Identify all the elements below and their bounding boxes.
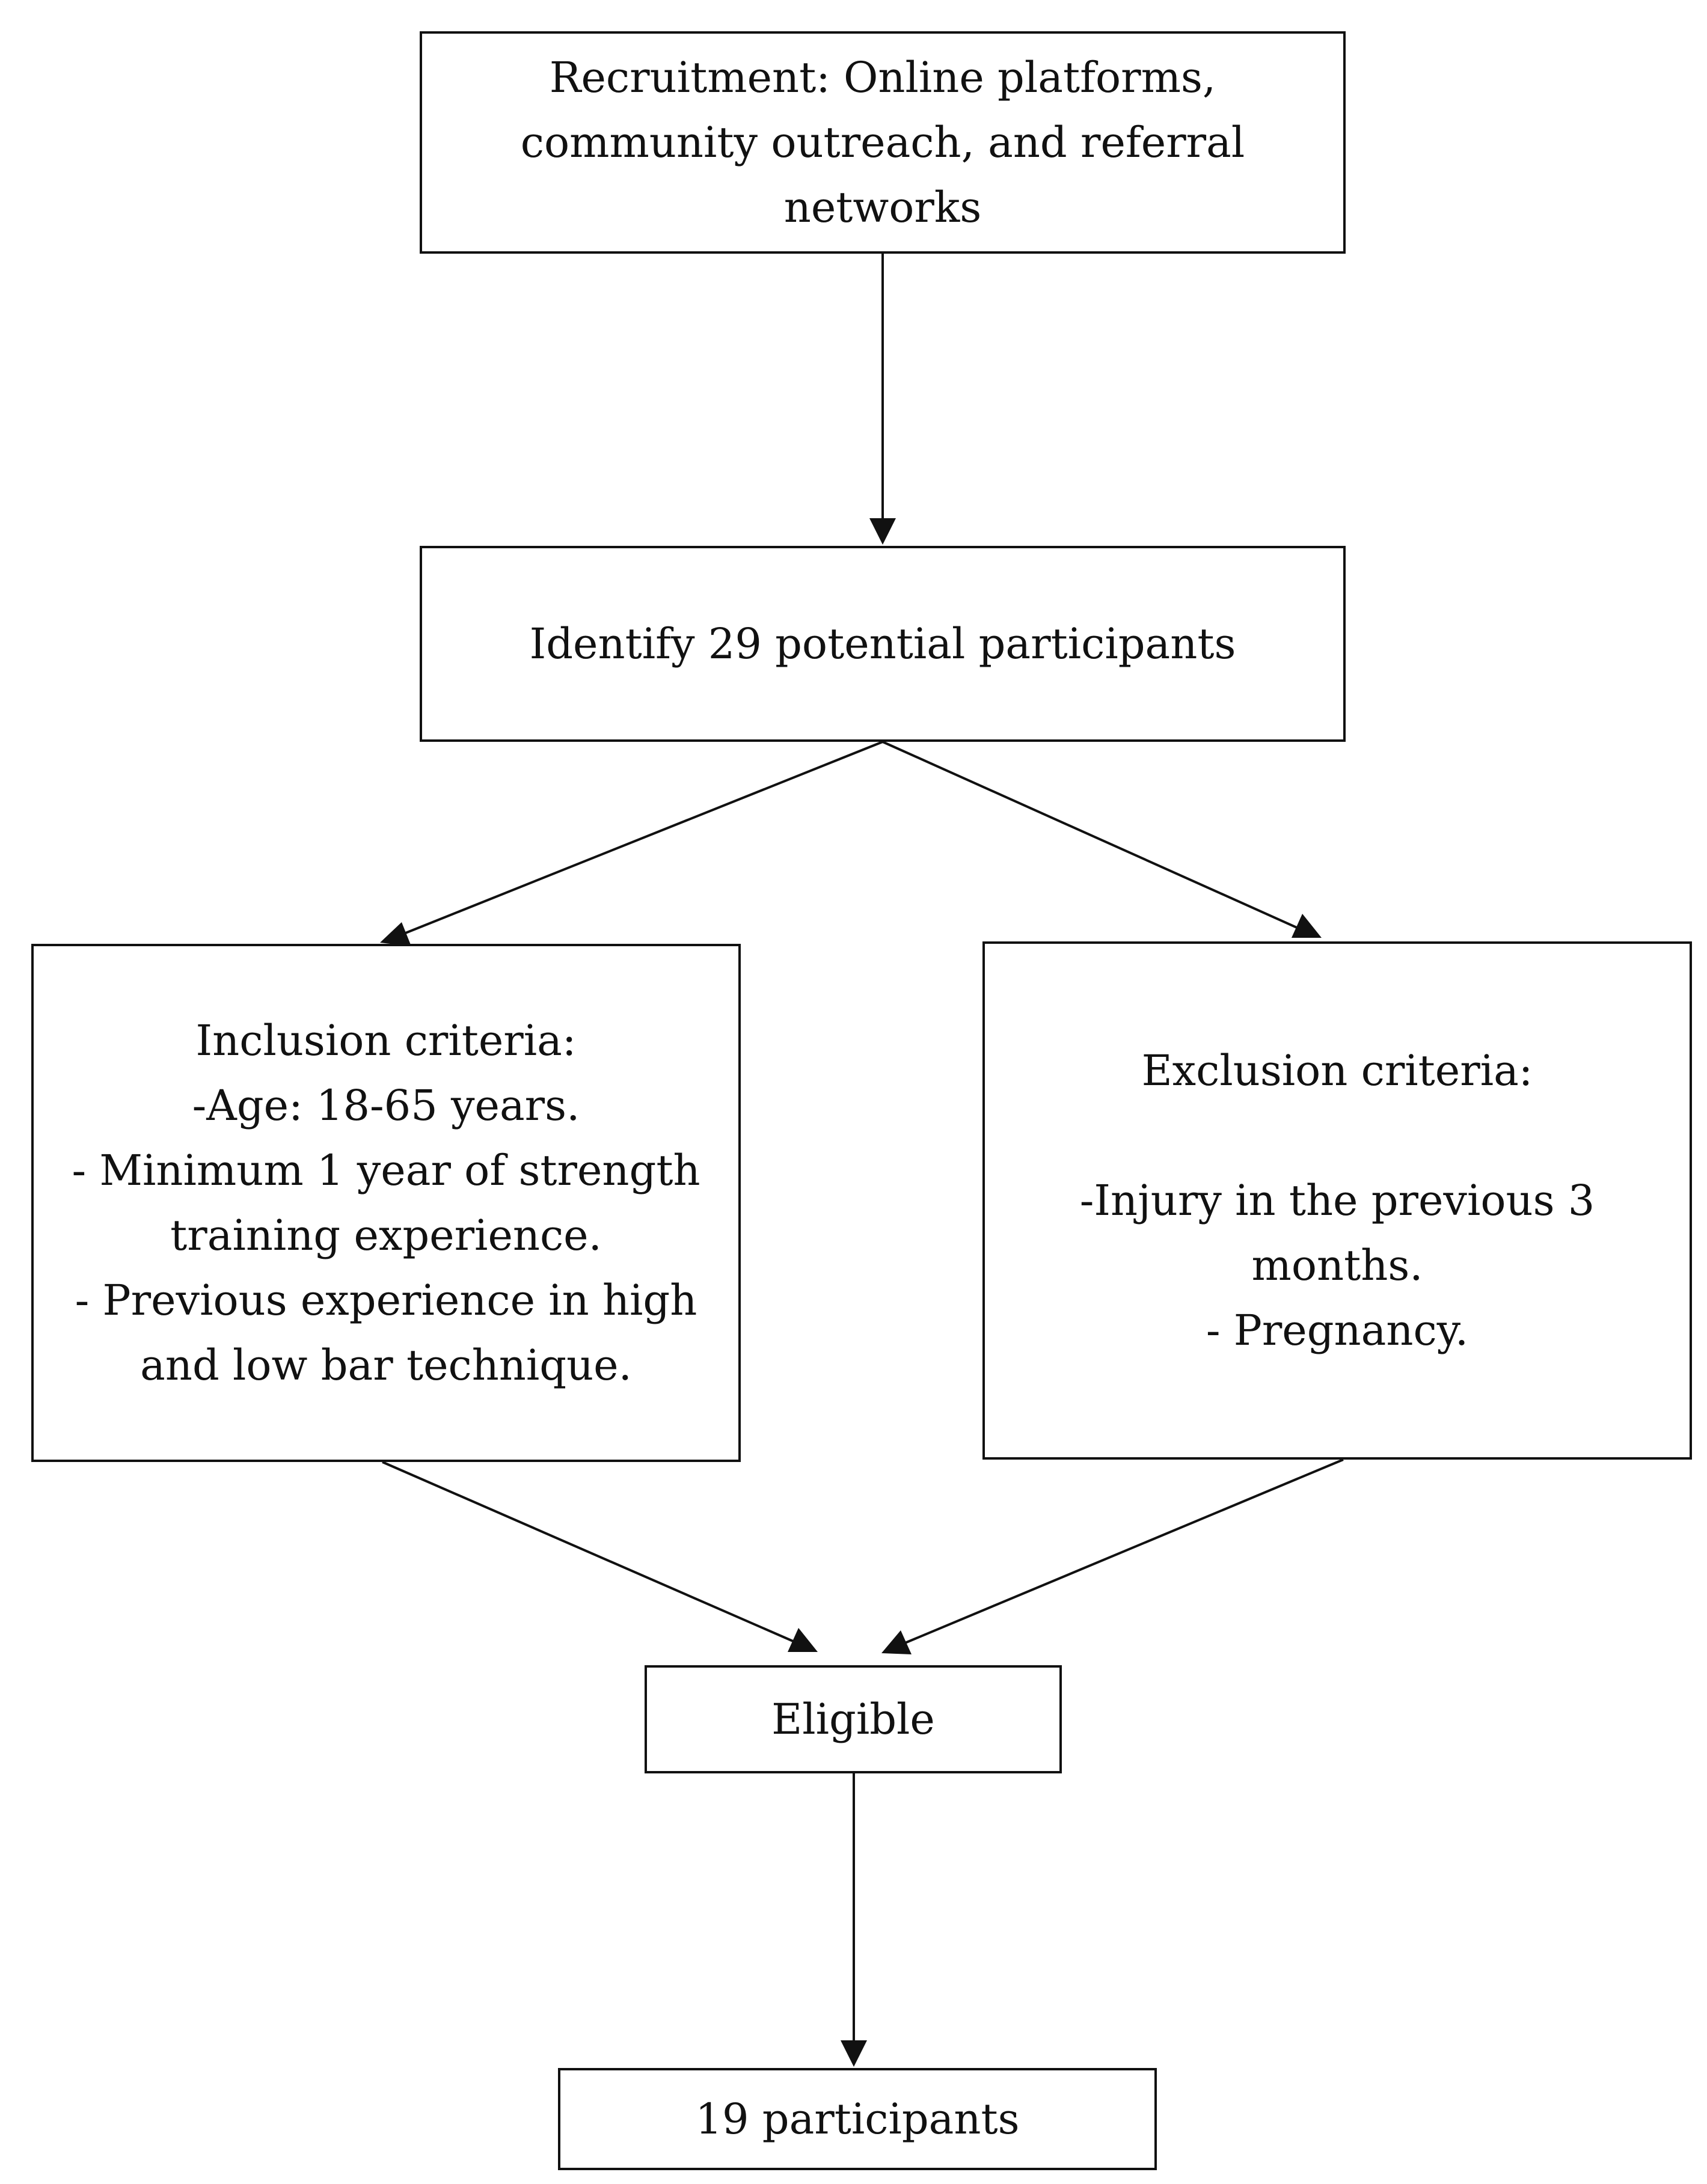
exclusion-title: Exclusion criteria: xyxy=(1141,1046,1533,1095)
participants-text: 19 participants xyxy=(695,2094,1020,2144)
arrowhead-eligible-left xyxy=(788,1628,818,1652)
inclusion-line-training-1: - Minimum 1 year of strength xyxy=(72,1146,700,1195)
identify-participants-box: Identify 29 potential participants xyxy=(420,546,1346,742)
arrow-inclusion-to-eligible xyxy=(382,1461,799,1645)
arrowhead-identify xyxy=(869,518,896,545)
arrow-identify-to-inclusion xyxy=(397,741,883,937)
identify-text: Identify 29 potential participants xyxy=(529,619,1236,668)
exclusion-criteria-box: Exclusion criteria: -Injury in the previ… xyxy=(982,941,1692,1460)
exclusion-line-injury-1: -Injury in the previous 3 xyxy=(1079,1176,1595,1225)
recruitment-line-1: Recruitment: Online platforms, xyxy=(549,53,1216,102)
arrowhead-eligible-right xyxy=(881,1630,912,1654)
inclusion-line-technique-2: and low bar technique. xyxy=(140,1341,632,1390)
eligible-text: Eligible xyxy=(771,1695,935,1744)
inclusion-title: Inclusion criteria: xyxy=(195,1016,577,1065)
inclusion-criteria-box: Inclusion criteria: -Age: 18-65 years. -… xyxy=(31,944,741,1462)
exclusion-line-pregnancy: - Pregnancy. xyxy=(1206,1306,1469,1355)
recruitment-line-3: networks xyxy=(783,183,982,232)
arrow-exclusion-to-eligible xyxy=(900,1458,1344,1646)
exclusion-line-injury-2: months. xyxy=(1251,1241,1423,1290)
inclusion-line-training-2: training experience. xyxy=(170,1211,602,1260)
recruitment-box: Recruitment: Online platforms, community… xyxy=(420,31,1346,254)
recruitment-line-2: community outreach, and referral xyxy=(520,118,1245,167)
arrowhead-inclusion xyxy=(380,922,411,946)
final-participants-box: 19 participants xyxy=(558,2068,1157,2170)
eligible-box: Eligible xyxy=(645,1665,1062,1773)
inclusion-line-age: -Age: 18-65 years. xyxy=(192,1081,580,1130)
arrowhead-participants xyxy=(841,2040,867,2067)
arrow-identify-to-exclusion xyxy=(882,741,1304,932)
inclusion-line-technique-1: - Previous experience in high xyxy=(75,1276,697,1325)
arrowhead-exclusion xyxy=(1292,914,1322,938)
